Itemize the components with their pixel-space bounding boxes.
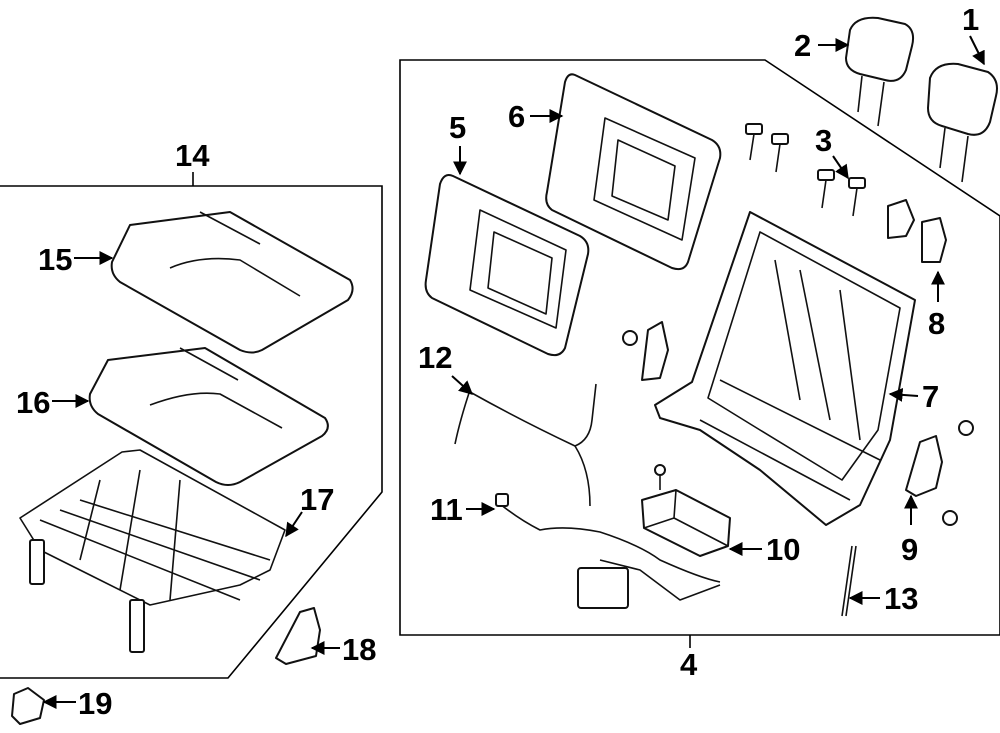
release-cable-part-12 xyxy=(454,383,597,507)
bracket-clip xyxy=(622,321,669,381)
callout-16: 16 xyxy=(16,385,50,420)
support-rod-part-13 xyxy=(841,545,857,617)
callout-14: 14 xyxy=(175,138,210,173)
bracket-part-18 xyxy=(275,607,321,665)
callout-1: 1 xyxy=(962,2,979,37)
callout-2: 2 xyxy=(794,28,811,63)
callout-12: 12 xyxy=(418,340,452,375)
callout-5: 5 xyxy=(449,110,466,145)
callout-19: 19 xyxy=(78,686,112,721)
callout-13: 13 xyxy=(884,581,918,616)
cushion-group-frame xyxy=(0,185,383,679)
callout-17: 17 xyxy=(300,482,334,517)
seatback-panel-part-6 xyxy=(545,73,722,271)
callout-3: 3 xyxy=(815,123,832,158)
callout-18: 18 xyxy=(342,632,376,667)
callout-9: 9 xyxy=(901,532,918,567)
bolt-set-part-3 xyxy=(745,123,866,217)
clip-part-19 xyxy=(11,687,45,725)
callout-8: 8 xyxy=(928,306,945,341)
seat-frame-part-7 xyxy=(654,211,916,526)
callout-6: 6 xyxy=(508,99,525,134)
headrest-part-1 xyxy=(927,62,998,183)
hinge-cover-part-8 xyxy=(887,199,947,263)
callout-7: 7 xyxy=(922,379,939,414)
callout-4: 4 xyxy=(680,647,698,682)
leader-lines xyxy=(42,35,985,709)
callout-10: 10 xyxy=(766,532,800,567)
cushion-cover-part-15 xyxy=(110,211,354,354)
seatback-panel-part-5 xyxy=(424,174,590,357)
headrest-part-2 xyxy=(845,16,915,127)
cushion-frame-part-17 xyxy=(19,449,286,653)
seatback-group-frame xyxy=(399,59,1000,636)
wire-harness-part-11 xyxy=(495,493,721,609)
callout-labels: 1 2 3 4 5 6 7 8 9 10 11 12 13 14 15 16 1… xyxy=(16,2,979,721)
cushion-pad-part-16 xyxy=(88,347,329,486)
callout-11: 11 xyxy=(430,492,463,527)
callout-15: 15 xyxy=(38,242,72,277)
trim-cover-part-9 xyxy=(905,420,974,526)
control-module-part-10 xyxy=(641,464,731,557)
